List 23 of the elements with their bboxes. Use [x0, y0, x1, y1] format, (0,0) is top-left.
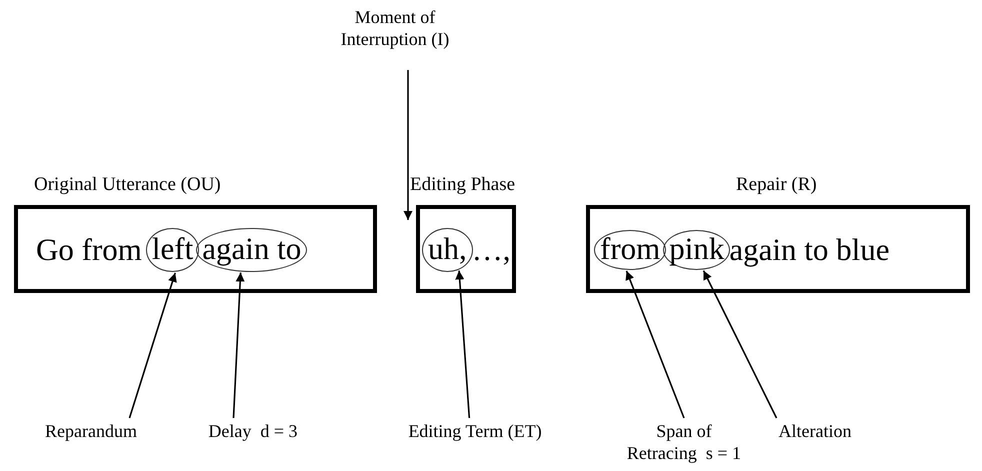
annotation-text: Alteration: [760, 420, 870, 442]
arrow: [404, 70, 412, 220]
annotation-text: Span of Retracing s = 1: [620, 420, 748, 464]
circled-word: left: [146, 228, 200, 272]
annotation-text: Editing Term (ET): [380, 420, 570, 442]
arrow: [702, 270, 778, 418]
circled-word: again to: [196, 228, 308, 272]
utterance-text: …,: [472, 233, 510, 267]
group-heading: Repair (R): [736, 174, 817, 196]
arrow: [455, 270, 470, 418]
annotation-text: Delay d = 3: [188, 420, 318, 442]
circled-word: pink: [663, 230, 730, 270]
annotation-text: Reparandum: [36, 420, 146, 442]
group-heading: Editing Phase: [410, 174, 516, 196]
arrow: [232, 272, 245, 418]
utterance-text: Go from: [36, 233, 142, 267]
group-heading: Original Utterance (OU): [34, 174, 221, 196]
circled-word: from: [594, 230, 666, 270]
arrow: [128, 272, 177, 418]
utterance-text: again to blue: [729, 233, 890, 267]
circled-word: uh,: [422, 228, 473, 272]
annotation-text: Moment of Interruption (I): [320, 6, 470, 50]
arrow: [626, 270, 685, 418]
